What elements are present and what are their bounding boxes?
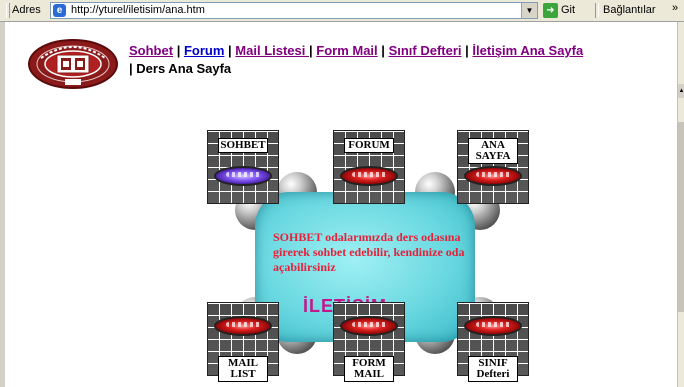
nav-form-mail-link[interactable]: Form Mail: [316, 43, 378, 58]
toolbar-separator: [595, 3, 599, 18]
ie-page-icon: e: [53, 4, 66, 17]
toolbar-grip[interactable]: [6, 3, 10, 18]
forum-card-label: FORUM: [344, 138, 394, 153]
chevron-down-icon[interactable]: ▼: [521, 3, 537, 18]
go-button[interactable]: ➜ Git: [541, 2, 585, 19]
sohbet-card-label: SOHBET: [218, 138, 268, 153]
scroll-thumb[interactable]: [678, 122, 684, 312]
university-logo: [28, 39, 118, 89]
address-label: Adres: [12, 4, 41, 16]
more-chevron-icon[interactable]: »: [672, 2, 679, 14]
lamp-icon: [340, 166, 398, 186]
go-arrow-icon: ➜: [543, 3, 558, 18]
nav-iletisim-ana-sayfa-link[interactable]: İletişim Ana Sayfa: [472, 43, 584, 58]
nav-forum-link[interactable]: Forum: [183, 43, 225, 58]
lamp-icon: [214, 166, 272, 186]
lamp-icon: [464, 166, 522, 186]
lamp-icon: [464, 316, 522, 336]
page-viewport: Sohbet | Forum | Mail Listesi | Form Mai…: [5, 22, 677, 387]
lamp-icon: [340, 316, 398, 336]
go-label: Git: [561, 4, 576, 16]
nav-sohbet-link[interactable]: Sohbet: [129, 43, 174, 58]
sohbet-card[interactable]: SOHBET: [207, 130, 279, 220]
vertical-scrollbar[interactable]: ▲: [677, 22, 684, 387]
nav-mail-listesi-link[interactable]: Mail Listesi: [235, 43, 309, 58]
address-url[interactable]: http://yturel/iletisim/ana.htm: [71, 4, 205, 16]
scroll-up-icon[interactable]: ▲: [678, 84, 684, 98]
nav-sinif-defteri-link[interactable]: Sınıf Defteri: [388, 43, 462, 58]
lamp-icon: [214, 316, 272, 336]
address-toolbar: Adres e http://yturel/iletisim/ana.htm ▼…: [0, 0, 684, 22]
links-button[interactable]: Bağlantılar: [603, 4, 656, 16]
nav-ders-ana-sayfa[interactable]: Ders Ana Sayfa: [136, 61, 232, 76]
address-input[interactable]: e http://yturel/iletisim/ana.htm ▼: [50, 2, 538, 19]
info-message: SOHBET odalarımızda ders odasına girerek…: [273, 230, 465, 274]
forum-card[interactable]: FORUM: [333, 130, 405, 220]
main-navigation: Sohbet | Forum | Mail Listesi | Form Mai…: [129, 43, 584, 76]
